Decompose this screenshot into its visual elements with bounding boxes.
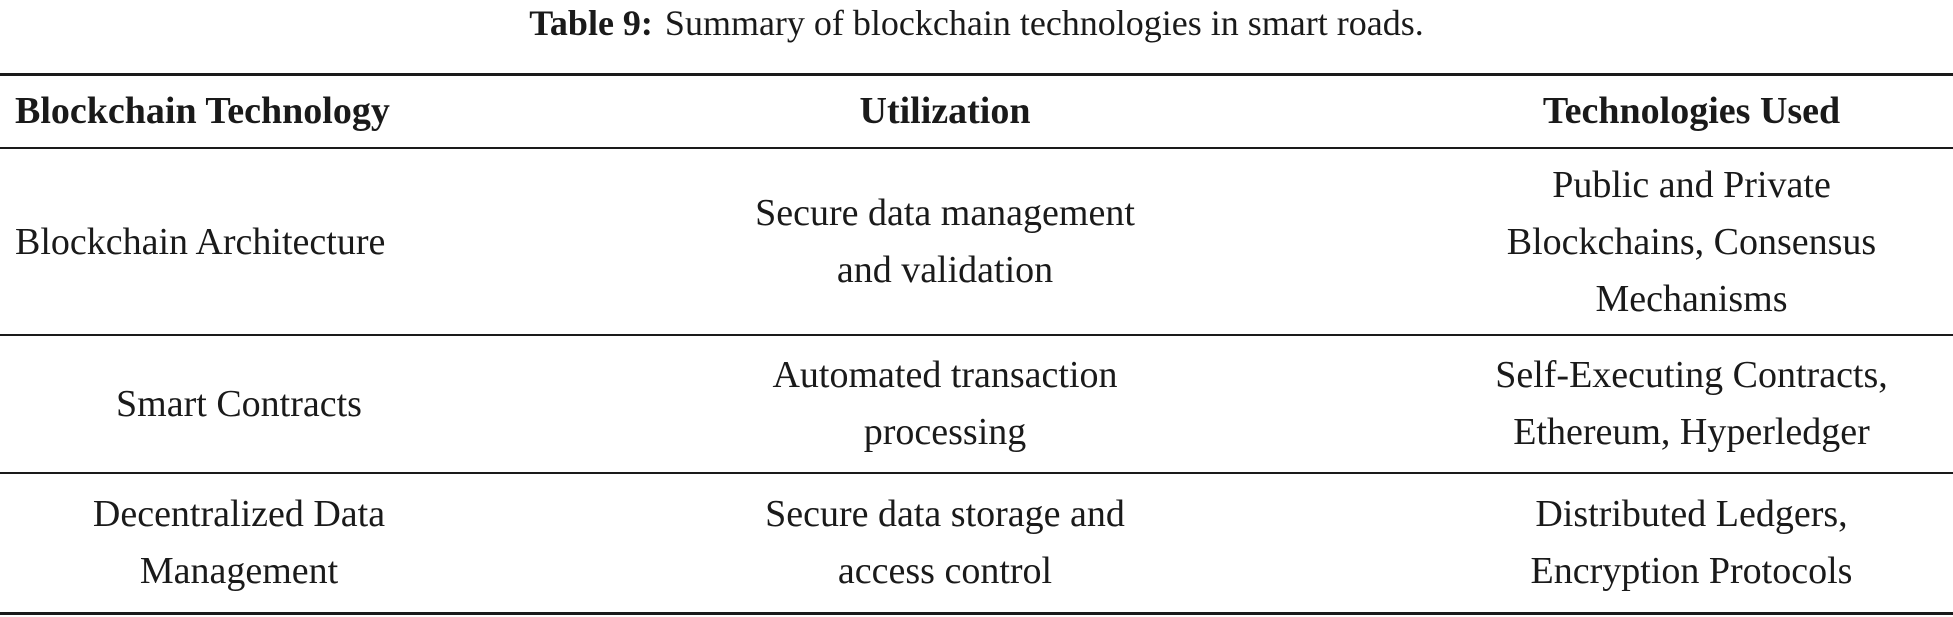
cell-line: Smart Contracts: [116, 382, 362, 425]
cell-line: Secure data storage and: [765, 493, 1125, 535]
header-utilization: Utilization: [680, 76, 1210, 147]
cell-line: Mechanisms: [1595, 277, 1788, 320]
table-row-1-technology: Blockchain Architecture: [0, 150, 478, 334]
row-rule: [0, 472, 1953, 474]
table-caption: Table 9: Summary of blockchain technologi…: [0, 0, 1953, 46]
table-row-3-utilization: Secure data storage and access control: [680, 474, 1210, 612]
cell-line: Blockchain Architecture: [15, 220, 386, 263]
table-bottom-rule: [0, 612, 1953, 615]
cell-line: Decentralized Data: [92, 493, 386, 535]
header-technologies-used: Technologies Used: [1430, 76, 1953, 147]
table-row-2-technology: Smart Contracts: [0, 336, 478, 472]
table-row-2-technologies-used: Self-Executing Contracts, Ethereum, Hype…: [1430, 336, 1953, 472]
table-row-2-utilization: Automated transaction processing: [680, 336, 1210, 472]
table-top-rule: [0, 73, 1953, 76]
cell-line: and validation: [836, 249, 1054, 291]
cell-line: access control: [837, 550, 1053, 592]
header-rule: [0, 147, 1953, 149]
cell-line: processing: [863, 411, 1027, 453]
cell-line: Distributed Ledgers,: [1535, 493, 1848, 535]
cell-line: Self-Executing Contracts,: [1495, 354, 1888, 396]
caption-label: Table 9:: [529, 3, 653, 43]
header-blockchain-technology: Blockchain Technology: [0, 76, 478, 147]
cell-line: Blockchains, Consensus: [1506, 220, 1877, 263]
cell-line: Management: [139, 550, 339, 592]
cell-line: Encryption Protocols: [1530, 550, 1853, 592]
header-label: Blockchain Technology: [15, 90, 390, 132]
table-row-3-technologies-used: Distributed Ledgers, Encryption Protocol…: [1430, 474, 1953, 612]
cell-line: Secure data management: [755, 192, 1135, 234]
header-label: Utilization: [859, 90, 1031, 132]
cell-line: Ethereum, Hyperledger: [1513, 411, 1870, 453]
header-label: Technologies Used: [1542, 90, 1841, 132]
cell-line: Automated transaction: [772, 354, 1118, 396]
table-row-1-technologies-used: Public and Private Blockchains, Consensu…: [1430, 150, 1953, 334]
table-row-1-utilization: Secure data management and validation: [680, 150, 1210, 334]
cell-line: Public and Private: [1552, 163, 1831, 206]
table-row-3-technology: Decentralized Data Management: [0, 474, 478, 612]
caption-text: Summary of blockchain technologies in sm…: [664, 3, 1424, 43]
row-rule: [0, 334, 1953, 336]
